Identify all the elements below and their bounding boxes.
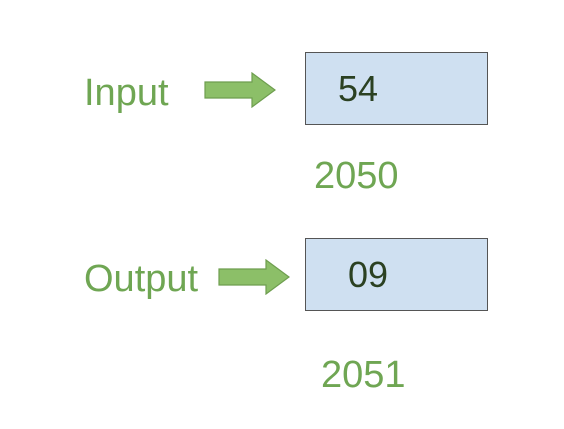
output-address: 2051 bbox=[321, 354, 406, 396]
output-arrow-icon bbox=[218, 259, 290, 295]
output-value: 09 bbox=[348, 253, 389, 295]
input-label: Input bbox=[84, 72, 169, 114]
input-address: 2050 bbox=[314, 155, 399, 197]
input-arrow-icon bbox=[204, 72, 276, 108]
input-memory-cell: 54 bbox=[305, 52, 488, 125]
output-label: Output bbox=[84, 258, 199, 300]
input-value: 54 bbox=[338, 67, 379, 109]
output-memory-cell: 09 bbox=[305, 238, 488, 311]
